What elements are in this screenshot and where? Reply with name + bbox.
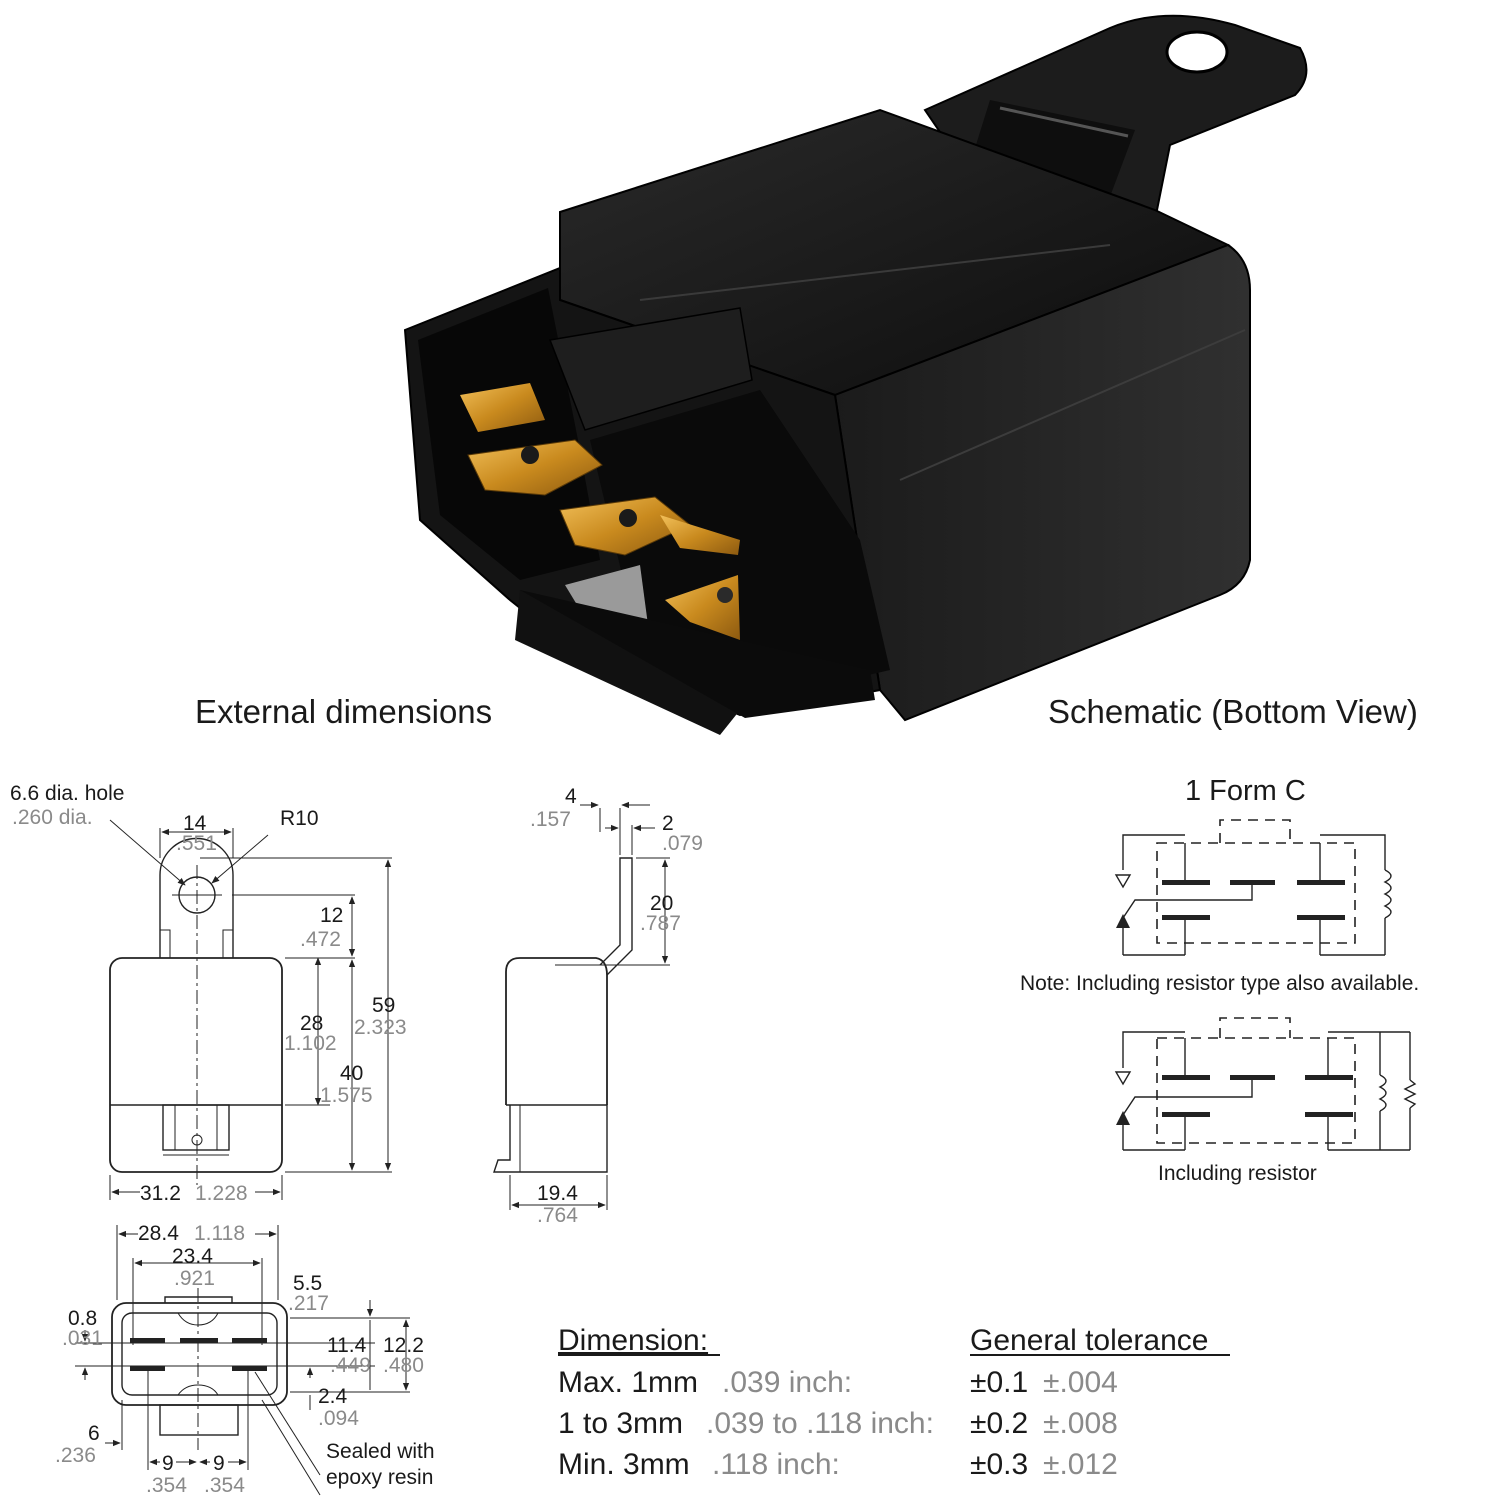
outer-width-label: 28.4	[138, 1222, 179, 1245]
inner-width-imperial: .921	[174, 1267, 215, 1290]
tab-offset-label: 12	[320, 904, 343, 927]
mounting-hole	[1165, 30, 1229, 74]
row-3-tolerance: ±0.3	[970, 1448, 1028, 1481]
row-3-tolerance-imperial: ±.012	[1043, 1448, 1118, 1481]
dimension-header: Dimension:	[558, 1324, 708, 1357]
outer-width-imperial: 1.118	[194, 1222, 245, 1245]
side-view-drawing	[493, 801, 670, 1210]
front-view-drawing	[109, 819, 392, 1200]
row-2-metric: 1 to 3mm	[558, 1407, 683, 1440]
row-1-tolerance: ±0.1	[970, 1366, 1028, 1399]
tab-width-imperial: .551	[176, 832, 217, 855]
wall-label: 0.8	[68, 1307, 97, 1330]
sealed-label-line1: Sealed with	[326, 1440, 435, 1463]
width-label: 31.2	[140, 1182, 181, 1205]
form-label: 1 Form C	[1185, 775, 1306, 807]
terminal-gap-label: 2.4	[318, 1385, 348, 1408]
key-width-imperial: .217	[288, 1292, 329, 1315]
schematic-heading: Schematic (Bottom View)	[1048, 693, 1418, 730]
body-height-label: 28	[300, 1012, 323, 1035]
bracket-height-label: 20	[650, 892, 673, 915]
row-3-metric: Min. 3mm	[558, 1448, 690, 1481]
case-height-imperial: 1.575	[320, 1084, 373, 1107]
bracket-width-imperial: .157	[530, 808, 571, 831]
row-2-tolerance: ±0.2	[970, 1407, 1028, 1440]
hole-size-label: 6.6 dia. hole	[10, 782, 124, 805]
bracket-height-imperial: .787	[640, 912, 681, 935]
tab-width-label: 14	[183, 812, 207, 835]
bottom-view-drawing	[75, 1225, 410, 1496]
tolerance-table: Dimension: General tolerance Max. 1mm .0…	[558, 1324, 1230, 1481]
bracket-thickness-label: 2	[662, 812, 674, 835]
width-imperial: 1.228	[195, 1182, 248, 1205]
schematic-note: Note: Including resistor type also avail…	[1020, 972, 1419, 995]
external-dimensions-heading: External dimensions	[195, 693, 492, 730]
body-height-imperial: 1.102	[284, 1032, 337, 1055]
row-2-tolerance-imperial: ±.008	[1043, 1407, 1118, 1440]
edge-label: 6	[88, 1422, 100, 1445]
pitch2-imperial: .354	[204, 1474, 245, 1497]
key-width-label: 5.5	[293, 1272, 322, 1295]
wall-imperial: .031	[62, 1327, 103, 1350]
hole-size-imperial: .260 dia.	[12, 806, 93, 829]
sealed-label-line2: epoxy resin	[326, 1466, 433, 1489]
outer-span-label: 12.2	[383, 1334, 424, 1357]
schematic-with-resistor	[1114, 1017, 1417, 1151]
terminal-span-imperial: .449	[330, 1354, 371, 1377]
tolerance-header: General tolerance	[970, 1324, 1208, 1357]
pitch1-label: 9	[162, 1452, 174, 1475]
radius-label: R10	[280, 807, 319, 830]
resistor-caption: Including resistor	[1158, 1162, 1317, 1185]
row-3-imperial: .118 inch:	[712, 1448, 840, 1481]
case-height-label: 40	[340, 1062, 363, 1085]
terminal-gap-imperial: .094	[318, 1407, 359, 1430]
depth-imperial: .764	[537, 1204, 578, 1227]
edge-imperial: .236	[55, 1444, 96, 1467]
bracket-width-label: 4	[565, 785, 577, 808]
inner-width-label: 23.4	[172, 1245, 213, 1268]
pitch1-imperial: .354	[146, 1474, 187, 1497]
depth-label: 19.4	[537, 1182, 578, 1205]
pitch2-label: 9	[213, 1452, 225, 1475]
overall-height-label: 59	[372, 994, 395, 1017]
row-2-imperial: .039 to .118 inch:	[706, 1407, 934, 1440]
overall-height-imperial: 2.323	[354, 1016, 407, 1039]
bracket-thickness-imperial: .079	[662, 832, 703, 855]
tab-offset-imperial: .472	[300, 928, 341, 951]
row-1-tolerance-imperial: ±.004	[1043, 1366, 1118, 1399]
relay-photo	[403, 14, 1308, 735]
outer-span-imperial: .480	[383, 1354, 424, 1377]
schematic-1-form-c	[1114, 819, 1392, 956]
terminal-span-label: 11.4	[327, 1334, 367, 1357]
row-1-metric: Max. 1mm	[558, 1366, 698, 1399]
row-1-imperial: .039 inch:	[722, 1366, 852, 1399]
